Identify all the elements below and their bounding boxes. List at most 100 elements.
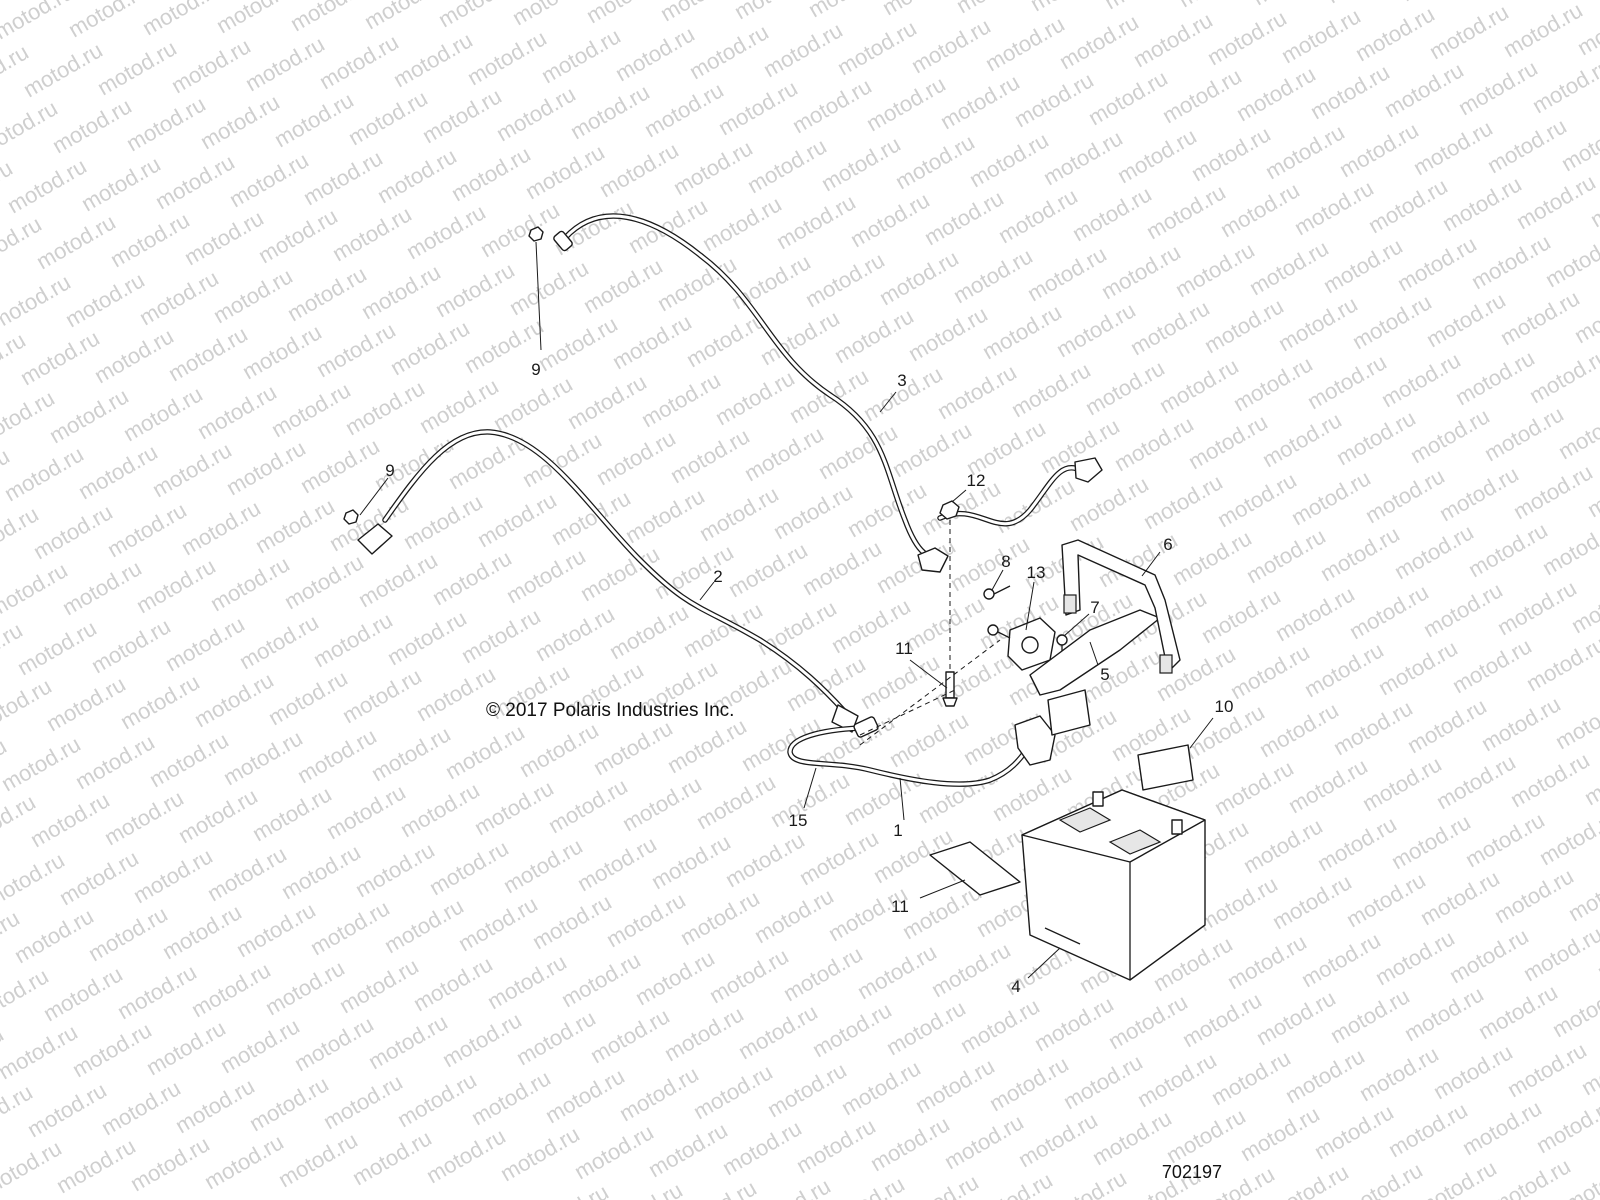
watermark-text: motod.ru xyxy=(132,553,220,618)
watermark-text: motod.ru xyxy=(946,531,1034,596)
watermark-text: motod.ru xyxy=(653,251,741,316)
watermark-text: motod.ru xyxy=(399,489,487,554)
watermark-text: motod.ru xyxy=(1554,399,1600,464)
watermark-text: motod.ru xyxy=(956,993,1044,1058)
callout-6: 6 xyxy=(1163,535,1172,554)
watermark-text: motod.ru xyxy=(171,1073,259,1138)
watermark-text: motod.ru xyxy=(1248,0,1336,10)
watermark-text: motod.ru xyxy=(1261,119,1349,184)
watermark-text: motod.ru xyxy=(1039,125,1127,190)
watermark-text: motod.ru xyxy=(608,309,696,374)
watermark-text: motod.ru xyxy=(0,1135,66,1200)
watermark-text: motod.ru xyxy=(422,1123,510,1188)
watermark-text: motod.ru xyxy=(174,783,262,848)
watermark-text: motod.ru xyxy=(418,83,506,148)
watermark-text: motod.ru xyxy=(933,359,1021,424)
watermark-text: motod.ru xyxy=(804,0,892,22)
copyright-text: © 2017 Polaris Industries Inc. xyxy=(486,700,734,721)
strap-6 xyxy=(1061,539,1181,674)
watermark-text: motod.ru xyxy=(425,835,513,900)
watermark-text: motod.ru xyxy=(434,0,522,32)
watermark-text: motod.ru xyxy=(817,131,905,196)
watermark-text: motod.ru xyxy=(344,85,432,150)
callout-4: 4 xyxy=(1011,977,1020,996)
watermark-text: motod.ru xyxy=(788,73,876,138)
watermark-text: motod.ru xyxy=(16,325,104,390)
watermark-text: motod.ru xyxy=(515,717,603,782)
watermark-text: motod.ru xyxy=(692,769,780,834)
label-11 xyxy=(929,841,1021,896)
watermark-text: motod.ru xyxy=(1512,169,1600,234)
watermark-text: motod.ru xyxy=(1342,867,1430,932)
watermark-text: motod.ru xyxy=(26,787,114,852)
watermark-text: motod.ru xyxy=(952,0,1040,18)
watermark-text: motod.ru xyxy=(386,315,474,380)
watermark-text: motod.ru xyxy=(1458,1095,1546,1160)
watermark-text: motod.ru xyxy=(714,75,802,140)
callout-11: 11 xyxy=(891,897,909,916)
watermark-text: motod.ru xyxy=(158,899,246,964)
watermark-text: motod.ru xyxy=(927,937,1015,1002)
watermark-text: motod.ru xyxy=(756,305,844,370)
watermark-text: motod.ru xyxy=(891,129,979,194)
watermark-text: motod.ru xyxy=(769,479,857,544)
watermark-text: motod.ru xyxy=(283,261,371,326)
watermark-text: motod.ru xyxy=(753,595,841,660)
watermark-text: motod.ru xyxy=(1429,1039,1517,1104)
watermark-text: motod.ru xyxy=(32,209,120,274)
watermark-text: motod.ru xyxy=(483,949,571,1014)
watermark-text: motod.ru xyxy=(0,1019,82,1084)
watermark-text: motod.ru xyxy=(19,37,107,102)
watermark-text: motod.ru xyxy=(965,127,1053,192)
watermark-text: motod.ru xyxy=(985,1051,1073,1116)
watermark-text: motod.ru xyxy=(660,1001,748,1066)
watermark-text: motod.ru xyxy=(1178,987,1266,1052)
watermark-text: motod.ru xyxy=(1358,751,1446,816)
watermark-text: motod.ru xyxy=(792,1113,880,1178)
watermark-text: motod.ru xyxy=(309,607,397,672)
watermark-text: motod.ru xyxy=(650,539,738,604)
watermark-text: motod.ru xyxy=(151,149,239,214)
watermark-text: motod.ru xyxy=(833,15,921,80)
watermark-text: motod.ru xyxy=(740,421,828,486)
watermark-text: motod.ru xyxy=(13,615,101,680)
watermark-text: motod.ru xyxy=(1419,577,1507,642)
watermark-text: motod.ru xyxy=(0,673,56,738)
watermark-text: motod.ru xyxy=(232,897,320,962)
watermark-text: motod.ru xyxy=(190,667,278,732)
watermark-text: motod.ru xyxy=(1306,59,1394,124)
watermark-text: motod.ru xyxy=(1097,239,1185,304)
watermark-text: motod.ru xyxy=(772,189,860,254)
callout-13: 12 xyxy=(967,471,986,490)
watermark-text: motod.ru xyxy=(1171,237,1259,302)
watermark-text: motod.ru xyxy=(360,0,448,34)
watermark-text: motod.ru xyxy=(1470,0,1558,4)
watermark-text: motod.ru xyxy=(1422,287,1510,352)
watermark-text: motod.ru xyxy=(1268,869,1356,934)
watermark-text: motod.ru xyxy=(1351,1,1439,66)
watermark-text: motod.ru xyxy=(1371,925,1459,990)
watermark-text: motod.ru xyxy=(920,185,1008,250)
watermark-text: motod.ru xyxy=(557,947,645,1012)
watermark-text: motod.ru xyxy=(779,941,867,1006)
watermark-text: motod.ru xyxy=(1490,863,1578,928)
watermark-text: motod.ru xyxy=(55,845,143,910)
watermark-text: motod.ru xyxy=(875,245,963,310)
watermark-text: motod.ru xyxy=(1207,1045,1295,1110)
watermark-text: motod.ru xyxy=(949,243,1037,308)
cable-3 xyxy=(553,213,1103,573)
watermark-text: motod.ru xyxy=(1528,53,1600,118)
watermark-text: motod.ru xyxy=(618,771,706,836)
callout-8: 8 xyxy=(1001,552,1010,571)
watermark-text: motod.ru xyxy=(122,91,210,156)
watermark-text: motod.ru xyxy=(396,777,484,842)
watermark-text: motod.ru xyxy=(222,435,310,500)
watermark-text: motod.ru xyxy=(1303,349,1391,414)
watermark-text: motod.ru xyxy=(595,137,683,202)
watermark-text: motod.ru xyxy=(1229,351,1317,416)
watermark-text: motod.ru xyxy=(705,943,793,1008)
watermark-text: motod.ru xyxy=(200,1129,288,1194)
watermark-text: motod.ru xyxy=(61,267,149,332)
watermark-text: motod.ru xyxy=(1110,411,1198,476)
